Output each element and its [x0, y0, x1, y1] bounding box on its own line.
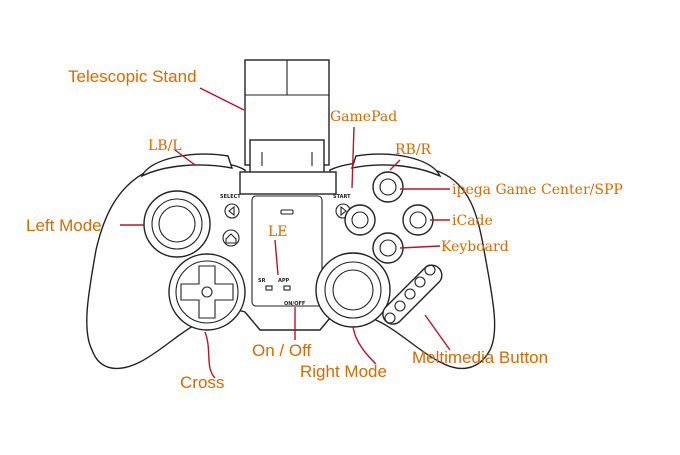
leader-rb	[389, 159, 401, 171]
sr-led	[265, 285, 273, 291]
app-label: APP	[278, 278, 290, 284]
left-stick[interactable]	[143, 190, 211, 258]
leader-lines	[120, 87, 451, 379]
start-label: START	[333, 194, 351, 200]
leader-keyboard	[399, 245, 441, 249]
dpad[interactable]	[168, 253, 246, 331]
label-icade: iCade	[452, 213, 493, 229]
face-button-bottom[interactable]	[372, 232, 404, 264]
select-label: SELECT	[220, 194, 241, 200]
label-le: LE	[268, 224, 288, 240]
label-ipega: ipega Game Center/SPP	[452, 182, 623, 198]
telescopic-stand	[239, 59, 337, 195]
media-button-5[interactable]	[384, 312, 396, 324]
le-led	[280, 209, 294, 215]
leader-right-mode	[352, 326, 377, 365]
media-button-4[interactable]	[394, 300, 406, 312]
label-on-off: On / Off	[252, 341, 311, 360]
label-keyboard: Keyboard	[441, 239, 509, 255]
leader-lb	[174, 149, 196, 166]
face-buttons	[344, 171, 434, 264]
label-gamepad: GamePad	[330, 109, 397, 125]
select-button[interactable]	[224, 203, 240, 219]
home-button[interactable]	[222, 229, 240, 247]
app-led	[283, 285, 291, 291]
label-lb-l: LB/L	[148, 138, 182, 154]
leader-multimedia	[424, 314, 451, 351]
leader-telescopic	[199, 87, 245, 111]
label-rb-r: RB/R	[395, 142, 432, 158]
label-right-mode: Right Mode	[300, 362, 387, 381]
face-button-right[interactable]	[402, 204, 434, 236]
right-stick[interactable]	[315, 252, 391, 328]
media-button-3[interactable]	[404, 288, 416, 300]
media-button-2[interactable]	[414, 276, 426, 288]
face-button-top[interactable]	[372, 171, 404, 203]
labels: Telescopic Stand GamePad LB/L RB/R ipega…	[26, 67, 623, 392]
rb-bumper	[350, 153, 442, 178]
label-telescopic-stand: Telescopic Stand	[68, 67, 197, 86]
label-cross: Cross	[180, 373, 224, 392]
lb-bumper	[140, 153, 234, 178]
leader-cross	[204, 331, 216, 379]
leader-le	[274, 239, 279, 276]
leader-gamepad	[351, 126, 355, 189]
select-arrow-icon	[228, 205, 235, 217]
home-icon	[225, 233, 237, 244]
start-arrow-icon	[340, 205, 347, 217]
label-multimedia: Meltimedia Button	[412, 348, 548, 367]
onoff-switch-label: ON/OFF	[284, 301, 305, 307]
multimedia-buttons	[382, 264, 443, 325]
face-button-left[interactable]	[344, 204, 376, 236]
center-panel	[251, 195, 323, 307]
media-button-1[interactable]	[424, 264, 436, 276]
sr-label: SR	[258, 278, 266, 284]
label-left-mode: Left Mode	[26, 216, 102, 235]
